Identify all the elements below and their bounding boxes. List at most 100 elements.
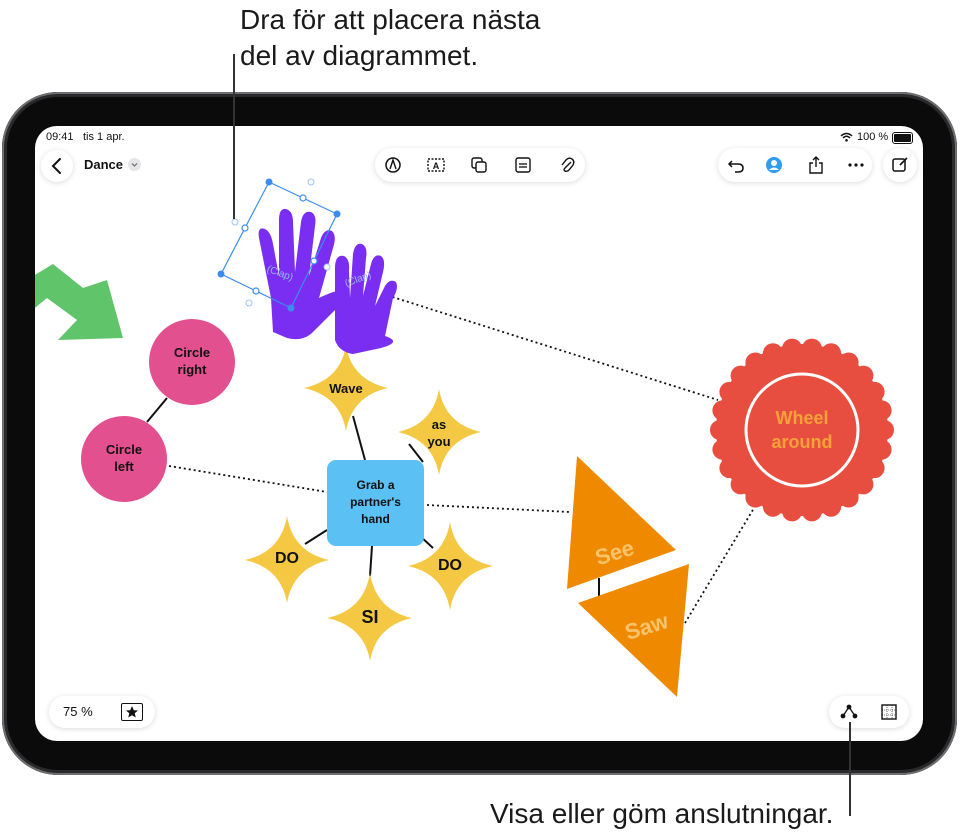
sticky-note-button[interactable]	[509, 151, 537, 179]
callout-drag-next: Dra för att placera nästa del av diagram…	[240, 2, 540, 74]
pen-icon	[385, 157, 401, 173]
triangle-see[interactable]	[567, 456, 676, 589]
callout-line-2: del av diagrammet.	[240, 40, 479, 71]
connector-clap-wheel	[382, 293, 719, 401]
text-box-button[interactable]: A	[422, 151, 450, 179]
seal-scallop	[874, 420, 894, 440]
callout-line-1: Dra för att placera nästa	[240, 4, 541, 35]
connector-wave-grab	[352, 415, 366, 461]
connector-circle-left-grab	[168, 465, 328, 493]
wave-label: Wave	[329, 381, 363, 396]
status-date: tis 1 apr.	[83, 131, 125, 143]
seal-scallop	[871, 400, 892, 421]
seal-scallop	[730, 365, 751, 386]
more-icon	[848, 163, 864, 167]
seal-scallop	[853, 474, 874, 495]
selection-handles[interactable]	[217, 178, 341, 312]
actions-toolbar	[718, 148, 872, 182]
connector-grab-see	[426, 504, 571, 513]
seal-scallop	[782, 501, 803, 522]
circle-left-label: Circle left	[105, 442, 143, 474]
zoom-level[interactable]: 75 %	[63, 704, 93, 719]
callout-connections: Visa eller göm anslutningar.	[490, 798, 834, 829]
triangle-saw[interactable]	[578, 564, 689, 697]
grab-box-shape[interactable]	[327, 460, 424, 546]
seal-scallop	[710, 420, 730, 440]
connector-grab-do-left	[304, 529, 328, 545]
wifi-icon	[840, 132, 853, 142]
wheel-seal[interactable]	[710, 338, 894, 522]
seal-scallop	[864, 381, 885, 402]
seal-scallop	[853, 365, 874, 386]
seal-scallop	[730, 474, 751, 495]
new-board-button[interactable]	[883, 148, 917, 182]
insert-toolbar: A	[375, 148, 585, 182]
star-icon	[126, 706, 138, 718]
connector-asyou-grab	[408, 443, 424, 463]
grid-toggle-button[interactable]	[875, 698, 903, 726]
star-wave[interactable]	[304, 346, 388, 431]
grab-label: Grab a partner's hand	[350, 478, 401, 526]
zoom-control[interactable]: 75 %	[49, 696, 155, 728]
as-you-label: as you	[427, 417, 451, 449]
circle-right-shape[interactable]	[149, 319, 235, 405]
favorite-view-button[interactable]	[121, 703, 143, 721]
do-left-label: DO	[275, 550, 299, 567]
seal-scallop	[712, 400, 733, 421]
clap-hands-icon[interactable]	[258, 208, 397, 354]
seal-scallop	[821, 496, 842, 517]
green-arrow[interactable]	[35, 264, 123, 340]
si-label: SI	[361, 607, 379, 627]
seal-scallop	[719, 458, 740, 479]
seal-scallop	[801, 338, 822, 359]
more-button[interactable]	[842, 151, 870, 179]
do-right-label: DO	[438, 557, 462, 574]
shapes-button[interactable]	[465, 151, 493, 179]
connections-toggle-button[interactable]	[835, 698, 863, 726]
collaborate-icon	[766, 157, 782, 173]
board-title[interactable]: Dance	[84, 157, 124, 172]
connector-grab-si	[369, 545, 373, 577]
attachment-button[interactable]	[553, 151, 581, 179]
back-button[interactable]	[41, 150, 73, 182]
collaborate-button[interactable]	[760, 151, 788, 179]
status-battery: 100 %	[857, 131, 889, 143]
connector-circle-right-left	[146, 397, 168, 423]
seal-scallop	[864, 458, 885, 479]
star-as-you[interactable]	[398, 389, 481, 475]
attachment-icon	[561, 157, 575, 173]
grid-icon	[881, 704, 897, 720]
seal-scallop	[745, 352, 766, 373]
chevron-left-icon	[51, 158, 61, 174]
star-si[interactable]	[327, 573, 412, 661]
connector-lines	[146, 293, 758, 624]
share-button[interactable]	[802, 151, 830, 179]
text-box-icon: A	[427, 158, 445, 172]
seal-scallop	[838, 487, 859, 508]
seal-scallop	[838, 352, 859, 373]
chevron-down-icon	[131, 163, 138, 167]
svg-text:A: A	[433, 161, 440, 171]
wheel-text-1: Wheel	[775, 408, 828, 428]
star-do-right[interactable]	[408, 522, 493, 610]
callout-bottom-leader	[849, 722, 851, 816]
seal-scallop	[712, 439, 733, 460]
seal-scallop	[871, 439, 892, 460]
undo-icon	[727, 160, 744, 173]
status-time: 09:41	[46, 131, 74, 143]
freeform-screen: See Saw Wheel around (Clap) (Clap)	[35, 126, 923, 741]
connector-saw-wheel	[684, 502, 758, 624]
callout-top-leader	[233, 54, 235, 219]
star-do-left[interactable]	[245, 516, 329, 603]
title-menu-button[interactable]	[128, 158, 141, 171]
seal-scallop	[745, 487, 766, 508]
undo-button[interactable]	[722, 151, 750, 179]
shapes-icon	[471, 157, 487, 173]
seal-scallop	[782, 338, 803, 359]
wheel-text-2: around	[772, 432, 833, 452]
circle-left-shape[interactable]	[81, 416, 167, 502]
seal-scallop	[762, 496, 783, 517]
board-canvas[interactable]: See Saw Wheel around (Clap) (Clap)	[35, 126, 923, 741]
sticky-note-icon	[515, 157, 531, 173]
pen-button[interactable]	[379, 151, 407, 179]
